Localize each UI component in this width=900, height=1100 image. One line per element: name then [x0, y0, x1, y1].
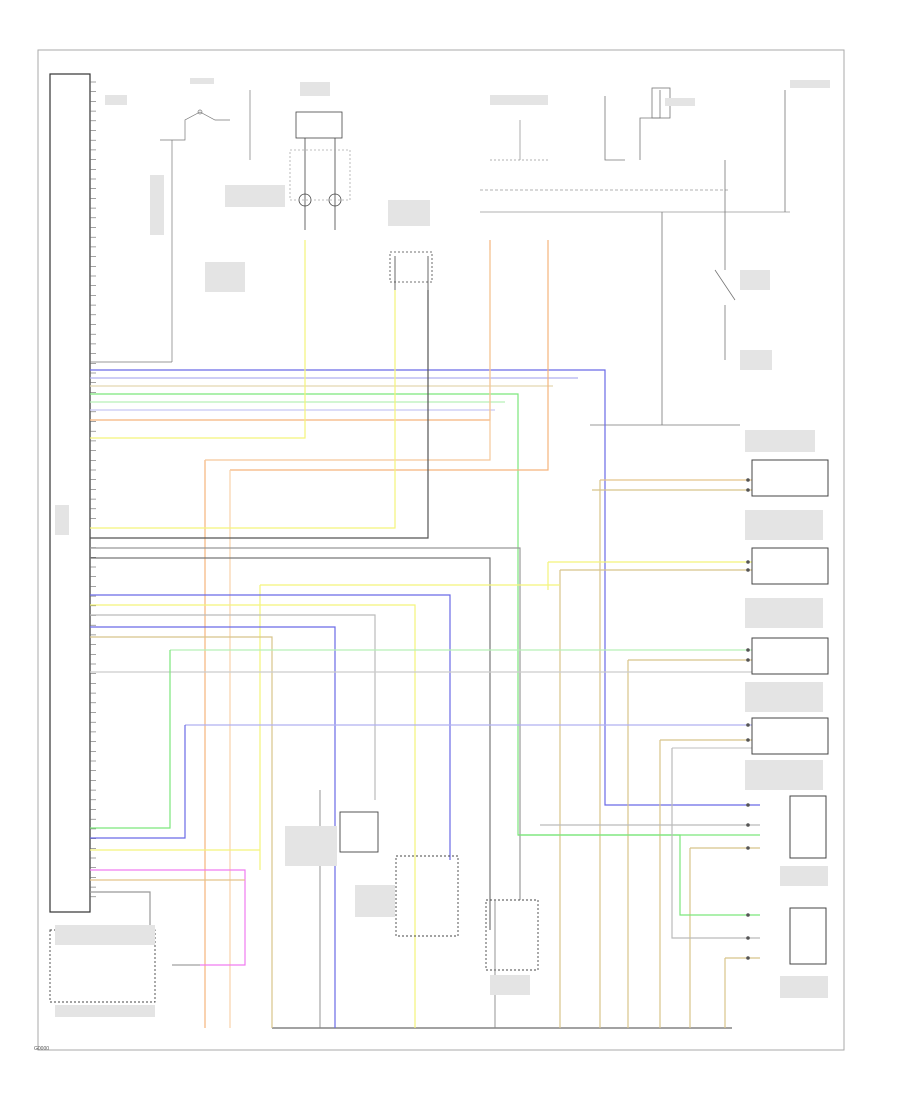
wire-gray-3: [90, 557, 491, 930]
connector-marker: [746, 560, 750, 564]
connector-marker: [746, 658, 750, 662]
label-placeholder: [55, 505, 69, 535]
wire-orange-3: [230, 240, 549, 471]
seat-position-sensor: [395, 855, 459, 937]
label-placeholder: [780, 866, 828, 886]
label-placeholder: [285, 826, 337, 866]
label-placeholder: [745, 760, 823, 790]
connector-markers: [746, 478, 750, 960]
left-seat-belt-switch: [590, 212, 740, 426]
figure-id: G0000: [34, 1046, 50, 1052]
label-placeholder: [55, 1005, 155, 1017]
label-placeholder: [55, 925, 155, 945]
connector-marker: [746, 803, 750, 807]
passenger-airbag-module: [789, 795, 827, 859]
component-labels: [55, 78, 830, 1017]
connector-marker: [746, 936, 750, 940]
label-placeholder: [105, 95, 127, 105]
connector-marker: [746, 823, 750, 827]
label-placeholder: [150, 175, 164, 235]
wire-yellow-2: [90, 290, 396, 529]
wire-tan-7: [90, 636, 273, 1028]
label-placeholder: [355, 885, 395, 917]
ignition-switch: [90, 90, 251, 363]
wire-harness: [90, 240, 760, 1028]
passenger-airbag-indicator: [289, 111, 351, 230]
label-placeholder: [745, 598, 823, 628]
data-link-connector: [604, 87, 786, 212]
label-placeholder: [665, 98, 695, 106]
diagram-frame: [37, 49, 845, 1051]
label-placeholder: [745, 510, 823, 540]
right-side-impact-sensor: [751, 717, 829, 755]
left-side-impact-sensor: [751, 637, 829, 675]
label-placeholder: [780, 976, 828, 998]
wire-blue-1: [90, 369, 760, 806]
label-placeholder: [745, 430, 815, 452]
right-front-impact-sensor: [751, 459, 829, 497]
wire-blue-3: [90, 626, 336, 1028]
right-side-modules: [751, 459, 829, 965]
wire-yellow-1: [90, 240, 306, 439]
wire-blue-4: [90, 725, 186, 839]
label-placeholder: [205, 262, 245, 292]
driver-airbag-module: [789, 907, 827, 965]
label-placeholder: [790, 80, 830, 88]
label-placeholder: [490, 975, 530, 995]
left-seat-belt-pretensioner-connector: [389, 251, 433, 290]
label-placeholder: [740, 270, 770, 290]
left-front-impact-sensor: [751, 547, 829, 585]
wire-blue-2: [90, 594, 451, 860]
bottom-components: [49, 790, 539, 1028]
wire-orange-2: [205, 250, 491, 461]
module-connector-pins: [90, 81, 96, 898]
fuse-block-bus: [480, 120, 790, 213]
label-placeholder: [225, 185, 285, 207]
label-placeholder: [490, 95, 548, 105]
wire-yellow-6: [90, 604, 416, 1028]
label-placeholder: [745, 682, 823, 712]
label-placeholder: [388, 200, 430, 226]
connector-marker: [746, 913, 750, 917]
wire-gray-1: [90, 290, 429, 539]
wire-gray-2: [90, 547, 521, 900]
wire-light-gray-4: [671, 748, 760, 939]
wire-orange-bottom: [90, 240, 491, 421]
connector-marker: [746, 738, 750, 742]
wire-pink-1: [90, 869, 246, 966]
wire-green-2: [90, 650, 171, 829]
connector-marker: [746, 956, 750, 960]
airbag-control-module: [49, 73, 96, 913]
connector-marker: [746, 648, 750, 652]
connector-marker: [746, 723, 750, 727]
label-placeholder: [190, 78, 214, 84]
label-placeholder: [300, 82, 330, 96]
passenger-occupant-sensor: [339, 811, 379, 853]
connector-marker: [746, 478, 750, 482]
right-seat-belt-switch: [485, 899, 539, 971]
wire-green-3: [518, 834, 760, 916]
connector-marker: [746, 568, 750, 572]
connector-marker: [746, 846, 750, 850]
label-placeholder: [740, 350, 772, 370]
wire-light-gray-1: [90, 614, 376, 800]
connector-marker: [746, 488, 750, 492]
